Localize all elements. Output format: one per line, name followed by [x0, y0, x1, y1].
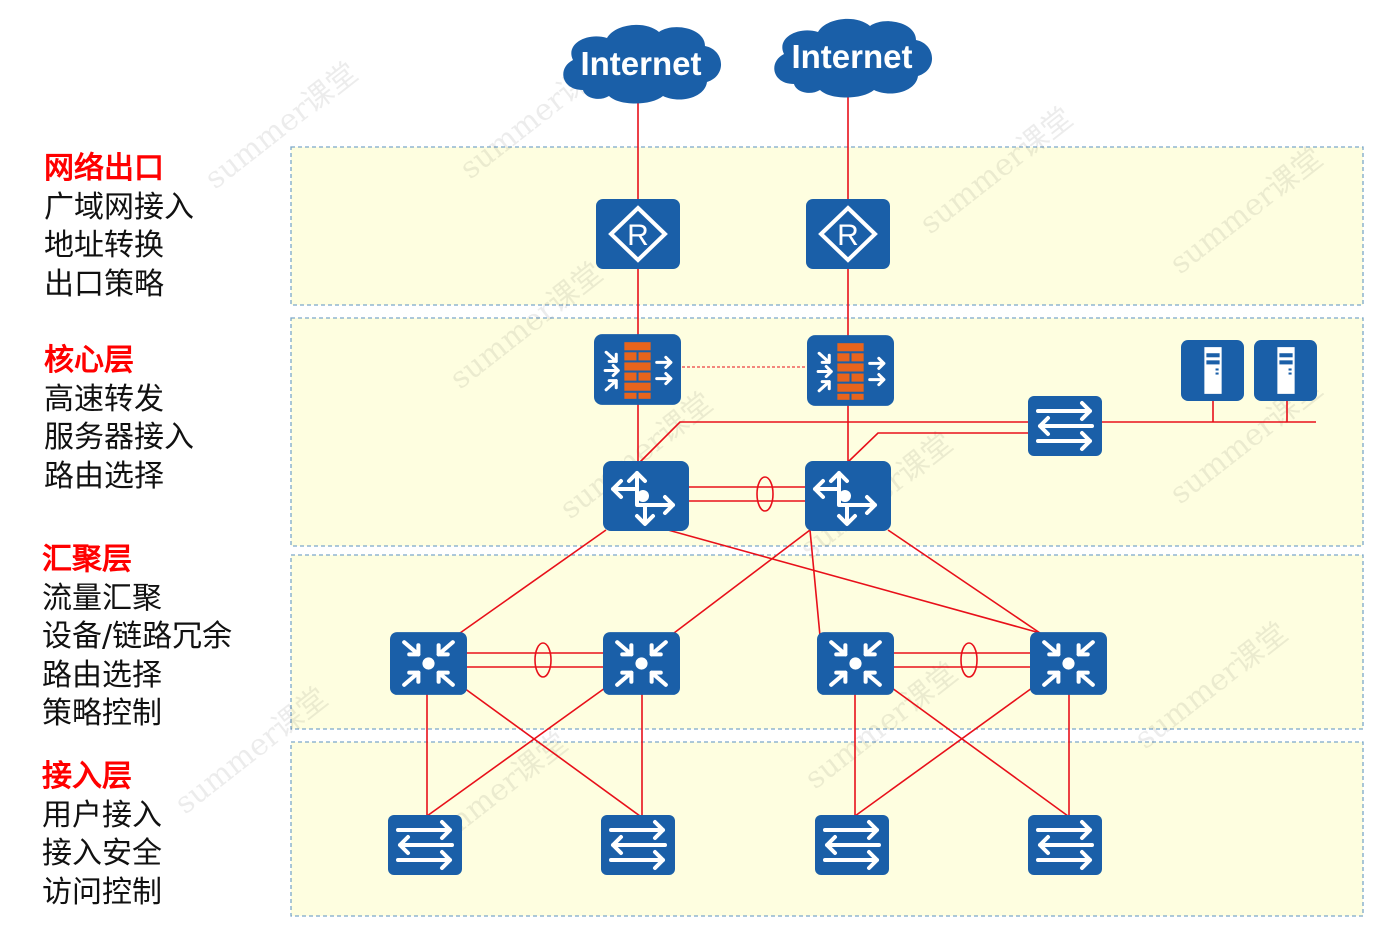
switch-icon[interactable]	[815, 815, 889, 875]
aggregation-switch-icon[interactable]	[1030, 632, 1107, 695]
layer-description-distribution: 汇聚层 流量汇聚 设备/链路冗余 路由选择 策略控制	[42, 541, 232, 734]
link-core1-server-switch	[639, 421, 1030, 463]
layer-function: 出口策略	[44, 266, 164, 302]
firewall-icon[interactable]	[807, 335, 894, 406]
core-switch-icon[interactable]	[805, 461, 891, 531]
dist12-lag-marker	[534, 642, 552, 678]
layer-description-egress: 网络出口 广域网接入 地址转换 出口策略	[44, 150, 194, 304]
layer-title-egress: 网络出口	[44, 151, 164, 186]
switch-icon[interactable]	[601, 815, 675, 875]
link-core2-dist4b	[887, 529, 1041, 634]
server-icon[interactable]	[1254, 340, 1317, 401]
switch-icon[interactable]	[388, 815, 462, 875]
link-core1-dist1	[459, 529, 607, 634]
layer-function: 设备/链路冗余	[42, 619, 233, 654]
switch-icon[interactable]	[1028, 396, 1102, 456]
layer-function: 接入安全	[42, 836, 162, 871]
layer-function: 高速转发	[44, 381, 164, 417]
dist34-lag-marker	[960, 642, 978, 678]
layer-function: 服务器接入	[44, 420, 194, 455]
link-core2-dist2	[673, 529, 811, 634]
links	[426, 95, 1316, 817]
link-core2-server-switch	[847, 432, 1030, 463]
layer-function: 路由选择	[42, 657, 162, 693]
aggregation-switch-icon[interactable]	[603, 632, 680, 695]
cloud-label: Internet	[580, 45, 701, 82]
layer-function: 策略控制	[42, 696, 162, 731]
layer-title-core: 核心层	[44, 343, 134, 378]
core-lag-marker	[756, 476, 774, 512]
internet-cloud-2[interactable]: Internet	[774, 18, 933, 98]
link-dist1-access2	[463, 687, 641, 817]
layer-description-access: 接入层 用户接入 接入安全 访问控制	[42, 758, 162, 912]
layer-function: 流量汇聚	[42, 580, 162, 616]
switch-icon[interactable]	[1028, 815, 1102, 875]
router-icon[interactable]	[596, 199, 680, 269]
link-dist2-access1	[426, 687, 606, 817]
link-dist3-access4	[891, 687, 1069, 817]
router-icon[interactable]	[806, 199, 890, 269]
aggregation-switch-icon[interactable]	[390, 632, 467, 695]
link-dist4-access3	[854, 687, 1033, 817]
layer-function: 路由选择	[44, 458, 164, 494]
layer-function: 访问控制	[42, 874, 162, 910]
internet-cloud-1[interactable]: Internet	[563, 24, 722, 104]
core-switch-icon[interactable]	[603, 461, 689, 531]
layer-description-core: 核心层 高速转发 服务器接入 路由选择	[44, 342, 194, 496]
layer-title-access: 接入层	[42, 759, 132, 794]
server-icon[interactable]	[1181, 340, 1244, 401]
layer-function: 用户接入	[42, 797, 162, 833]
link-core1-dist4	[667, 529, 1041, 634]
aggregation-switch-icon[interactable]	[817, 632, 894, 695]
cloud-label: Internet	[791, 38, 912, 75]
layer-title-distribution: 汇聚层	[42, 542, 132, 577]
layer-function: 广域网接入	[44, 189, 194, 225]
link-core2-dist3	[809, 529, 821, 637]
layer-function: 地址转换	[44, 228, 164, 263]
firewall-icon[interactable]	[594, 334, 681, 405]
